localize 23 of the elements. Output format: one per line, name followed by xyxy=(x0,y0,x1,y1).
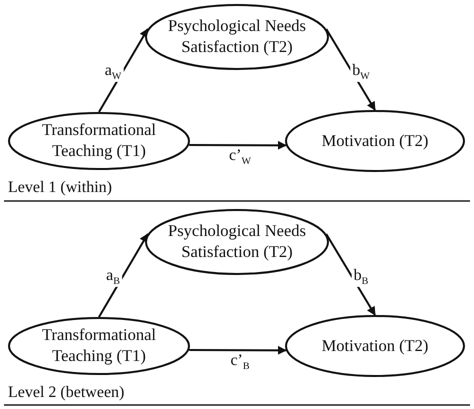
arrow xyxy=(325,28,376,111)
arrow xyxy=(325,234,376,316)
node-label: Transformational Teaching (T1) xyxy=(41,325,157,367)
arrow xyxy=(189,140,287,150)
edge-label: b$_{B}$ xyxy=(352,266,370,288)
ellipse-node xyxy=(285,315,465,377)
panel-label: Level 2 (between) xyxy=(8,384,124,402)
node-label: Transformational Teaching (T1) xyxy=(41,120,157,162)
arrow xyxy=(189,346,287,355)
ellipse-node xyxy=(8,317,190,375)
ellipse-node xyxy=(145,209,329,275)
node-label: Motivation (T2) xyxy=(320,336,430,356)
arrow xyxy=(98,28,149,112)
ellipse-node xyxy=(285,110,465,172)
node-label: Motivation (T2) xyxy=(320,130,430,152)
ellipse-node xyxy=(8,112,190,170)
edge-label: c’$_{W}$ xyxy=(227,146,253,168)
ellipse-node xyxy=(145,4,329,70)
node-label: Psychological Needs Satisfaction (T2) xyxy=(167,221,307,263)
panel-label: Level 1 (within) xyxy=(8,179,112,197)
edge-label: b$_{W}$ xyxy=(350,62,372,82)
node-label: Psychological Needs Satisfaction (T2) xyxy=(167,16,307,58)
arrow xyxy=(98,233,149,318)
